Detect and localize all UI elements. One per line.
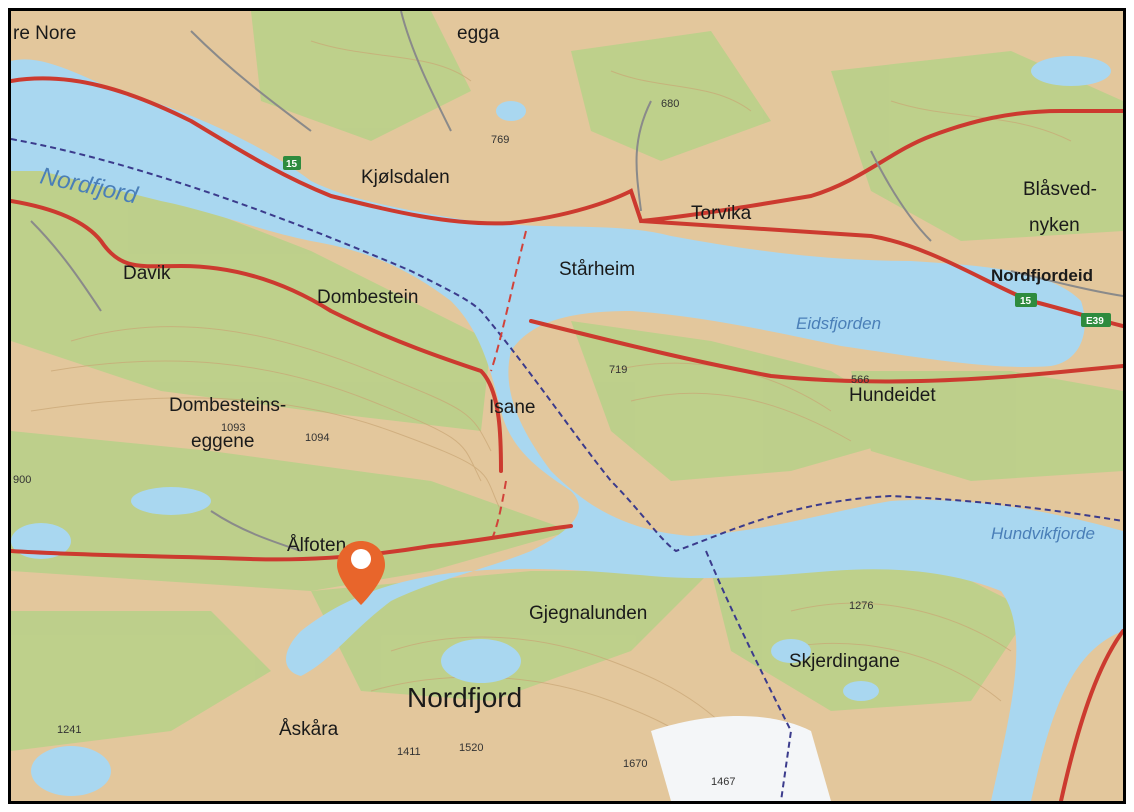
peak-label-566: 566 xyxy=(851,374,869,386)
place-label-hundeidet: Hundeidet xyxy=(849,385,936,406)
place-label-dombesteinseggene-2: eggene xyxy=(191,431,254,452)
place-label-alfoten: Ålfoten xyxy=(287,535,346,556)
peak-label-1467: 1467 xyxy=(711,776,735,788)
peak-label-1094: 1094 xyxy=(305,432,329,444)
svg-text:E39: E39 xyxy=(1086,316,1104,327)
place-label-nordfjordeid: Nordfjordeid xyxy=(991,266,1093,285)
map-canvas[interactable]: re Nore egga Kjølsdalen Torvika Blåsved-… xyxy=(8,8,1126,804)
peak-label-1276: 1276 xyxy=(849,600,873,612)
peak-label-719: 719 xyxy=(609,364,627,376)
peak-label-1670: 1670 xyxy=(623,758,647,770)
road-shield-e39: E39 xyxy=(1081,313,1111,327)
main-roads[interactable] xyxy=(11,76,1123,801)
place-label-askara: Åskåra xyxy=(279,719,339,740)
road-shield-15a: 15 xyxy=(283,156,301,170)
map-svg[interactable]: re Nore egga Kjølsdalen Torvika Blåsved-… xyxy=(11,11,1123,801)
place-label-davik: Davik xyxy=(123,263,171,284)
place-label-blasvednyken-2: nyken xyxy=(1029,215,1080,236)
place-label-dombesteinseggene-1: Dombesteins- xyxy=(169,395,286,416)
place-label-re-nore: re Nore xyxy=(13,23,76,44)
place-label-egga: egga xyxy=(457,23,500,44)
minor-roads xyxy=(30,11,1123,552)
peak-label-769: 769 xyxy=(491,134,509,146)
peak-label-1411: 1411 xyxy=(397,746,421,758)
place-label-starheim: Stårheim xyxy=(559,259,635,280)
place-label-isane: Isane xyxy=(489,397,535,418)
place-label-blasvednyken-1: Blåsved- xyxy=(1023,179,1097,200)
svg-text:15: 15 xyxy=(286,159,298,170)
water-label-eidsfjorden: Eidsfjorden xyxy=(796,314,881,333)
place-label-kjolsdalen: Kjølsdalen xyxy=(361,167,450,188)
peak-label-680: 680 xyxy=(661,98,679,110)
vegetation-areas xyxy=(11,11,1123,751)
place-label-torvika: Torvika xyxy=(691,203,752,224)
glacier-area xyxy=(651,716,831,801)
place-label-gjegnalunden: Gjegnalunden xyxy=(529,603,647,624)
peak-label-900: 900 xyxy=(13,474,31,486)
place-label-dombestein: Dombestein xyxy=(317,287,418,308)
road-shield-15b: 15 xyxy=(1015,293,1037,307)
region-label-nordfjord: Nordfjord xyxy=(407,682,522,713)
peak-label-1241: 1241 xyxy=(57,724,81,736)
peak-label-1093: 1093 xyxy=(221,422,245,434)
water-label-hundvikfjorden: Hundvikfjorde xyxy=(991,524,1095,543)
svg-text:15: 15 xyxy=(1020,296,1032,307)
water-bodies xyxy=(11,56,1123,801)
boundary-lines xyxy=(11,138,1123,801)
peak-label-1520: 1520 xyxy=(459,742,483,754)
map-pin-icon[interactable] xyxy=(337,541,385,605)
place-label-skjerdingane: Skjerdingane xyxy=(789,651,900,672)
